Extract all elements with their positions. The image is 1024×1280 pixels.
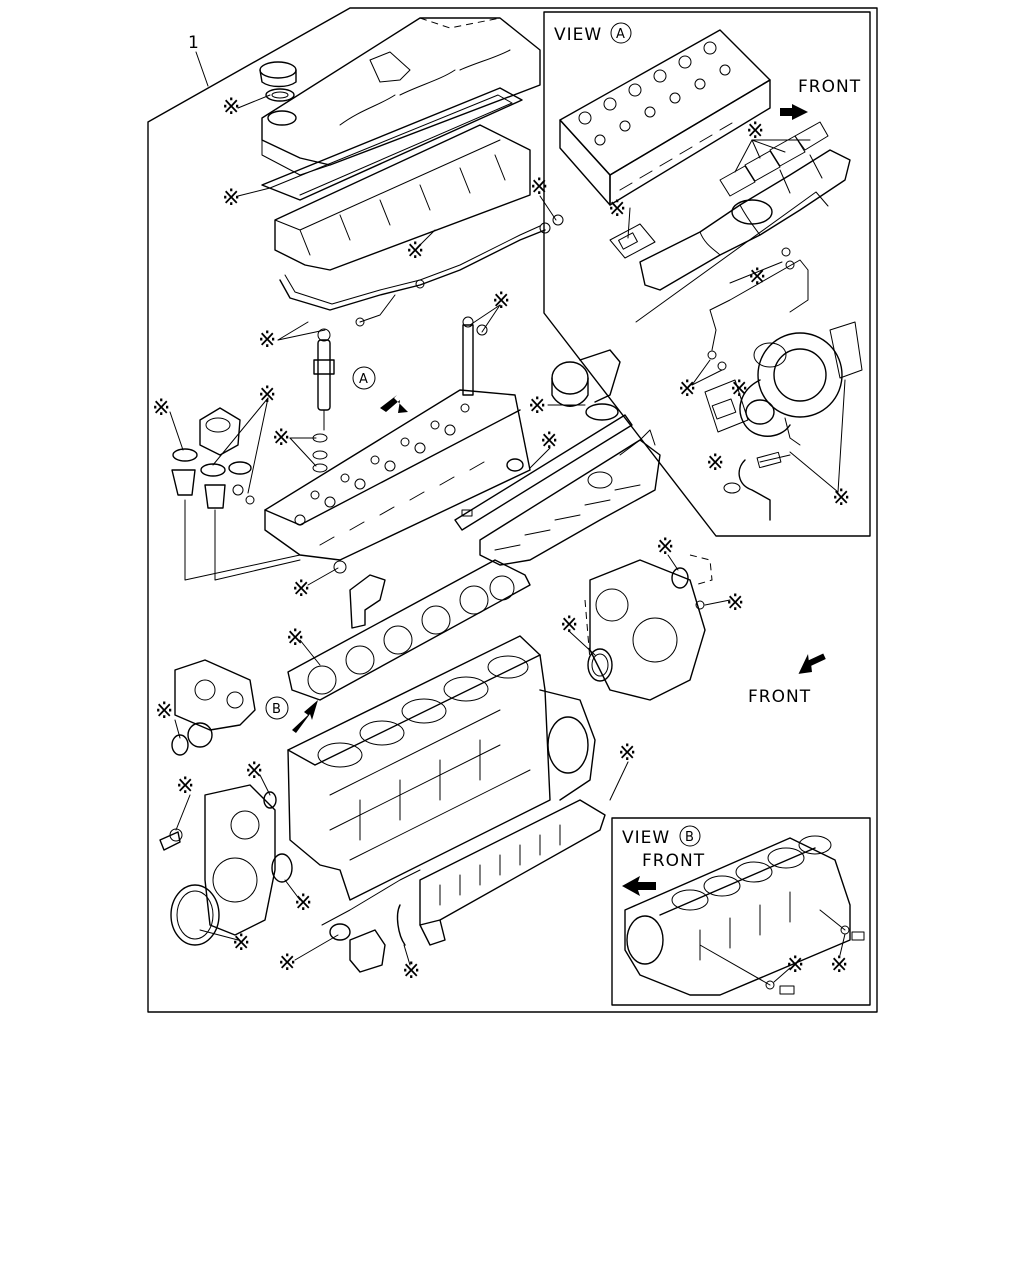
asterisk-4: ※ bbox=[530, 175, 548, 200]
asterisk-19: ※ bbox=[176, 774, 194, 799]
main-front-indicator: FRONT bbox=[748, 653, 826, 707]
cylinder-block bbox=[287, 635, 596, 901]
view-b-circle bbox=[679, 825, 701, 847]
view-b-letter: B bbox=[685, 830, 694, 845]
asterisk-18: ※ bbox=[245, 759, 263, 784]
egr-valve bbox=[551, 349, 621, 421]
leader-lines bbox=[169, 94, 731, 966]
asterisk-20: ※ bbox=[618, 741, 636, 766]
asterisk-8: ※ bbox=[258, 383, 276, 408]
asterisk-15: ※ bbox=[656, 535, 674, 560]
view-a-marker: A bbox=[352, 366, 408, 413]
oil-filler-cap bbox=[259, 61, 297, 102]
asterisk-10: ※ bbox=[528, 394, 546, 419]
asterisk-9: ※ bbox=[272, 426, 290, 451]
water-pump-inlet bbox=[329, 904, 406, 973]
view-a-manifold-gaskets bbox=[609, 121, 829, 259]
view-a-front-arrow bbox=[780, 104, 808, 120]
asterisk-2: ※ bbox=[222, 186, 240, 211]
camshaft-carrier bbox=[274, 124, 531, 271]
view-a-cylinder-head bbox=[559, 29, 771, 206]
marker-a-arrow bbox=[380, 395, 408, 413]
asterisk-5: ※ bbox=[258, 328, 276, 353]
marker-b-arrow bbox=[292, 700, 318, 733]
view-a-oil-feed-pipe bbox=[707, 247, 809, 371]
cylinder-head bbox=[264, 389, 531, 574]
asterisk-16: ※ bbox=[726, 591, 744, 616]
intake-manifold-gasket bbox=[454, 414, 633, 531]
view-a-inset: VIEW A FRONT bbox=[543, 11, 871, 537]
main-front-arrow bbox=[798, 653, 826, 674]
front-plate bbox=[171, 659, 256, 756]
asterisk-vb-2: ※ bbox=[830, 953, 848, 978]
view-a-asterisks: ※ ※ ※ ※ ※ ※ ※ bbox=[608, 119, 850, 511]
fuel-injector bbox=[312, 328, 335, 473]
asterisk-va-4: ※ bbox=[678, 377, 696, 402]
water-inlet-pipe bbox=[349, 574, 386, 629]
rear-oil-seal bbox=[587, 648, 613, 682]
asterisk-14: ※ bbox=[560, 613, 578, 638]
view-a-subframe-line bbox=[635, 191, 829, 323]
asterisk-va-3: ※ bbox=[748, 265, 766, 290]
asterisk-22: ※ bbox=[232, 931, 250, 956]
marker-b-letter: B bbox=[272, 702, 281, 717]
view-b-prefix: VIEW bbox=[622, 828, 670, 848]
asterisk-11: ※ bbox=[540, 429, 558, 454]
asterisk-va-5: ※ bbox=[730, 377, 748, 402]
asterisk-va-7: ※ bbox=[832, 486, 850, 511]
asterisk-24: ※ bbox=[402, 959, 420, 984]
asterisk-va-6: ※ bbox=[706, 451, 724, 476]
asterisk-12: ※ bbox=[292, 577, 310, 602]
dipstick-tube-o-ring bbox=[271, 853, 293, 883]
asterisk-17: ※ bbox=[155, 699, 173, 724]
marker-a-letter: A bbox=[359, 372, 368, 387]
asterisk-21: ※ bbox=[294, 891, 312, 916]
oil-cooler bbox=[419, 799, 606, 946]
cylinder-head-cover bbox=[261, 17, 541, 176]
asterisk-vb-1: ※ bbox=[786, 953, 804, 978]
view-b-front-arrow bbox=[622, 876, 656, 896]
view-a-exhaust-manifold bbox=[639, 149, 851, 291]
view-a-front-label: FRONT bbox=[798, 77, 861, 97]
view-b-cylinder-block bbox=[624, 835, 865, 996]
view-b-marker: B bbox=[265, 696, 318, 733]
view-b-inset: VIEW B FRONT ※ ※ bbox=[611, 817, 871, 1006]
callout-1: 1 bbox=[188, 33, 209, 87]
asterisk-6: ※ bbox=[492, 289, 510, 314]
view-a-prefix: VIEW bbox=[554, 25, 602, 45]
view-a-circle bbox=[610, 22, 632, 44]
thermostat-housing bbox=[171, 407, 255, 509]
asterisk-13: ※ bbox=[286, 626, 304, 651]
asterisk-va-2: ※ bbox=[746, 119, 764, 144]
head-cover-gasket bbox=[261, 87, 523, 201]
timing-gear-case bbox=[159, 784, 277, 946]
asterisk-7: ※ bbox=[152, 396, 170, 421]
injector-leak-off-pipe bbox=[279, 214, 564, 327]
main-front-label: FRONT bbox=[748, 687, 811, 707]
view-a-oil-return-pipe bbox=[723, 451, 791, 521]
asterisk-3: ※ bbox=[406, 239, 424, 264]
asterisk-1: ※ bbox=[222, 95, 240, 120]
flywheel-housing-gasket bbox=[671, 554, 713, 589]
main-asterisks: ※ ※ ※ ※ ※ ※ ※ ※ ※ ※ ※ ※ ※ ※ ※ ※ ※ ※ ※ ※ … bbox=[152, 95, 744, 984]
callout-number: 1 bbox=[188, 33, 200, 53]
cylinder-head-gasket bbox=[287, 559, 531, 701]
outer-frame bbox=[147, 7, 878, 1013]
asterisk-va-1: ※ bbox=[608, 197, 626, 222]
view-b-front-label: FRONT bbox=[642, 851, 705, 871]
view-a-letter: A bbox=[616, 27, 625, 42]
intake-manifold bbox=[479, 429, 661, 566]
asterisk-23: ※ bbox=[278, 951, 296, 976]
view-a-turbocharger bbox=[704, 321, 863, 446]
glow-plug-tube bbox=[462, 316, 488, 396]
